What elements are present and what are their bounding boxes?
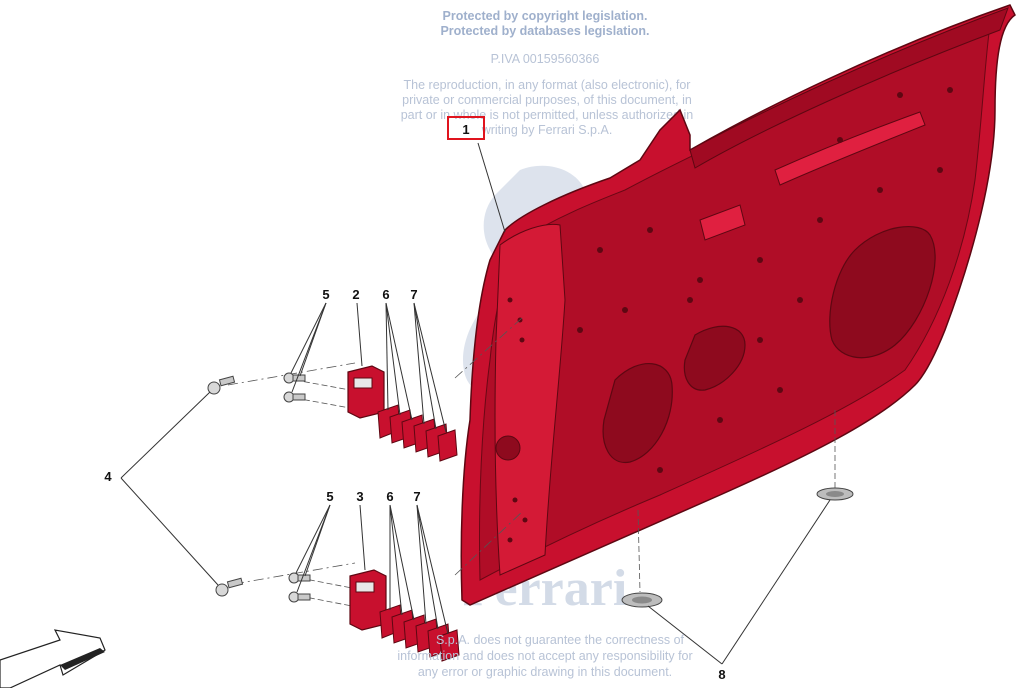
callout-7-upper[interactable]: 7 <box>410 287 418 302</box>
watermark-notice: The reproduction, in any format (also el… <box>400 78 694 137</box>
callout-6-upper[interactable]: 6 <box>382 287 390 302</box>
shims-lower[interactable] <box>379 604 427 649</box>
callout-2[interactable]: 2 <box>352 287 360 302</box>
watermark-copyright: Protected by copyright legislation. <box>442 9 648 23</box>
door-panel[interactable] <box>460 4 1016 606</box>
callout-5-upper[interactable]: 5 <box>322 287 330 302</box>
watermark-piva: P.IVA 00159560366 <box>490 52 600 66</box>
bolt-upper[interactable] <box>207 375 236 395</box>
upper-hinge-assembly <box>207 317 523 462</box>
front-direction-arrow <box>0 629 106 688</box>
leader-lines <box>120 302 831 665</box>
svg-text:any error or graphic drawing i: any error or graphic drawing in this doc… <box>418 665 672 679</box>
leader-1 <box>477 142 506 233</box>
callout-4[interactable]: 4 <box>104 469 112 484</box>
lower-hinge-assembly <box>215 511 523 662</box>
callout-3[interactable]: 3 <box>356 489 364 504</box>
shims-lower-thin[interactable] <box>415 618 460 662</box>
hinge-bracket-lower[interactable] <box>349 569 387 631</box>
screws-upper[interactable] <box>283 372 306 403</box>
callout-6-lower[interactable]: 6 <box>386 489 394 504</box>
shims-upper-thin[interactable] <box>413 418 458 462</box>
watermark-database: Protected by databases legislation. <box>440 24 650 38</box>
screws-lower[interactable] <box>288 572 311 603</box>
hinge-bracket-upper[interactable] <box>347 365 385 419</box>
callout-5-lower[interactable]: 5 <box>326 489 334 504</box>
watermark-disclaimer: S.p.A. does not guarantee the correctnes… <box>397 633 692 679</box>
bolt-lower[interactable] <box>215 577 244 597</box>
callout-1-door-selected[interactable]: 1 <box>447 116 485 140</box>
svg-text:S.p.A. does not guarantee the: S.p.A. does not guarantee the correctnes… <box>436 633 685 647</box>
callout-7-lower[interactable]: 7 <box>413 489 421 504</box>
grommets[interactable] <box>621 410 854 608</box>
callout-8[interactable]: 8 <box>718 667 726 682</box>
svg-text:information and does not accep: information and does not accept any resp… <box>397 649 692 663</box>
